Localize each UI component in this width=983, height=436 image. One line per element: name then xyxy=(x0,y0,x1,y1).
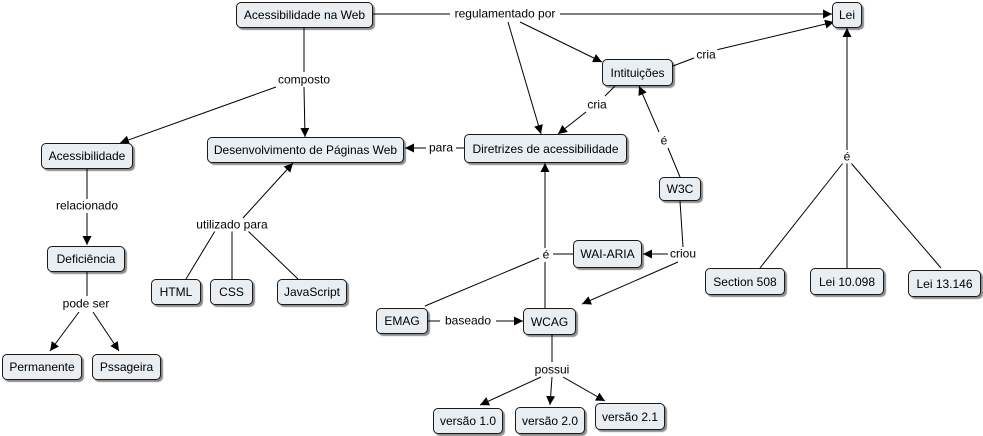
node-w3c[interactable]: W3C xyxy=(659,177,701,201)
node-html[interactable]: HTML xyxy=(151,279,201,305)
node-acessibilidade-na-web[interactable]: Acessibilidade na Web xyxy=(236,2,373,28)
node-section-508[interactable]: Section 508 xyxy=(705,268,785,295)
link-line xyxy=(185,230,216,280)
link-line xyxy=(581,261,679,305)
link-line xyxy=(759,162,844,269)
link-label-e: é xyxy=(658,133,670,148)
link-label-cria: cria xyxy=(585,97,609,112)
node-wai-aria[interactable]: WAI-ARIA xyxy=(573,240,642,268)
link-line xyxy=(507,21,543,135)
link-line xyxy=(557,111,587,135)
link-line xyxy=(519,21,603,63)
link-label-relacionado: relacionado xyxy=(53,198,121,213)
node-desenvolvimento[interactable]: Desenvolvimento de Páginas Web xyxy=(207,137,404,163)
node-versao-2-1[interactable]: versão 2.1 xyxy=(595,403,665,430)
link-line xyxy=(679,200,684,248)
node-javascript[interactable]: JavaScript xyxy=(277,279,347,305)
link-line xyxy=(638,85,660,133)
node-wcag[interactable]: WCAG xyxy=(523,308,576,335)
link-line xyxy=(479,376,542,406)
node-pssageira[interactable]: Pssageira xyxy=(92,354,161,380)
link-line xyxy=(424,257,540,307)
node-lei-13146[interactable]: Lei 13.146 xyxy=(908,270,981,297)
link-label-pode-ser: pode ser xyxy=(60,296,112,311)
node-diretrizes[interactable]: Diretrizes de acessibilidade xyxy=(464,134,627,163)
link-line xyxy=(242,162,294,219)
link-label-possui: possui xyxy=(532,362,572,377)
link-label-composto: composto xyxy=(275,72,333,87)
link-line xyxy=(672,57,695,67)
link-line xyxy=(92,311,120,352)
link-line xyxy=(300,86,310,138)
link-label-cria: cria xyxy=(694,47,718,62)
node-deficiencia[interactable]: Deficiência xyxy=(47,246,125,272)
node-css[interactable]: CSS xyxy=(210,279,253,305)
node-acessibilidade[interactable]: Acessibilidade xyxy=(41,143,133,169)
link-label-e: é xyxy=(841,149,853,164)
node-versao-2-0[interactable]: versão 2.0 xyxy=(515,407,585,434)
link-line xyxy=(715,19,835,51)
node-emag[interactable]: EMAG xyxy=(376,308,428,334)
link-line xyxy=(119,86,277,145)
node-lei[interactable]: Lei xyxy=(832,2,862,28)
link-label-utilizado-para: utilizado para xyxy=(194,217,270,232)
link-label-para: para xyxy=(426,140,456,155)
link-line xyxy=(546,376,556,406)
link-line xyxy=(604,85,616,97)
link-line xyxy=(247,230,299,280)
link-line xyxy=(667,147,681,178)
node-permanente[interactable]: Permanente xyxy=(2,354,82,380)
link-line xyxy=(850,162,942,269)
link-line xyxy=(562,376,606,402)
link-label-regulamentado-por: regulamentado por xyxy=(452,6,558,21)
node-versao-1-0[interactable]: versão 1.0 xyxy=(433,408,503,434)
link-label-baseado: baseado xyxy=(442,313,494,328)
link-line xyxy=(49,311,80,352)
node-intuicoes[interactable]: Intituições xyxy=(602,59,673,86)
node-lei-10098[interactable]: Lei 10.098 xyxy=(810,268,884,295)
link-label-e: é xyxy=(540,247,552,262)
link-label-criou: criou xyxy=(667,246,699,261)
